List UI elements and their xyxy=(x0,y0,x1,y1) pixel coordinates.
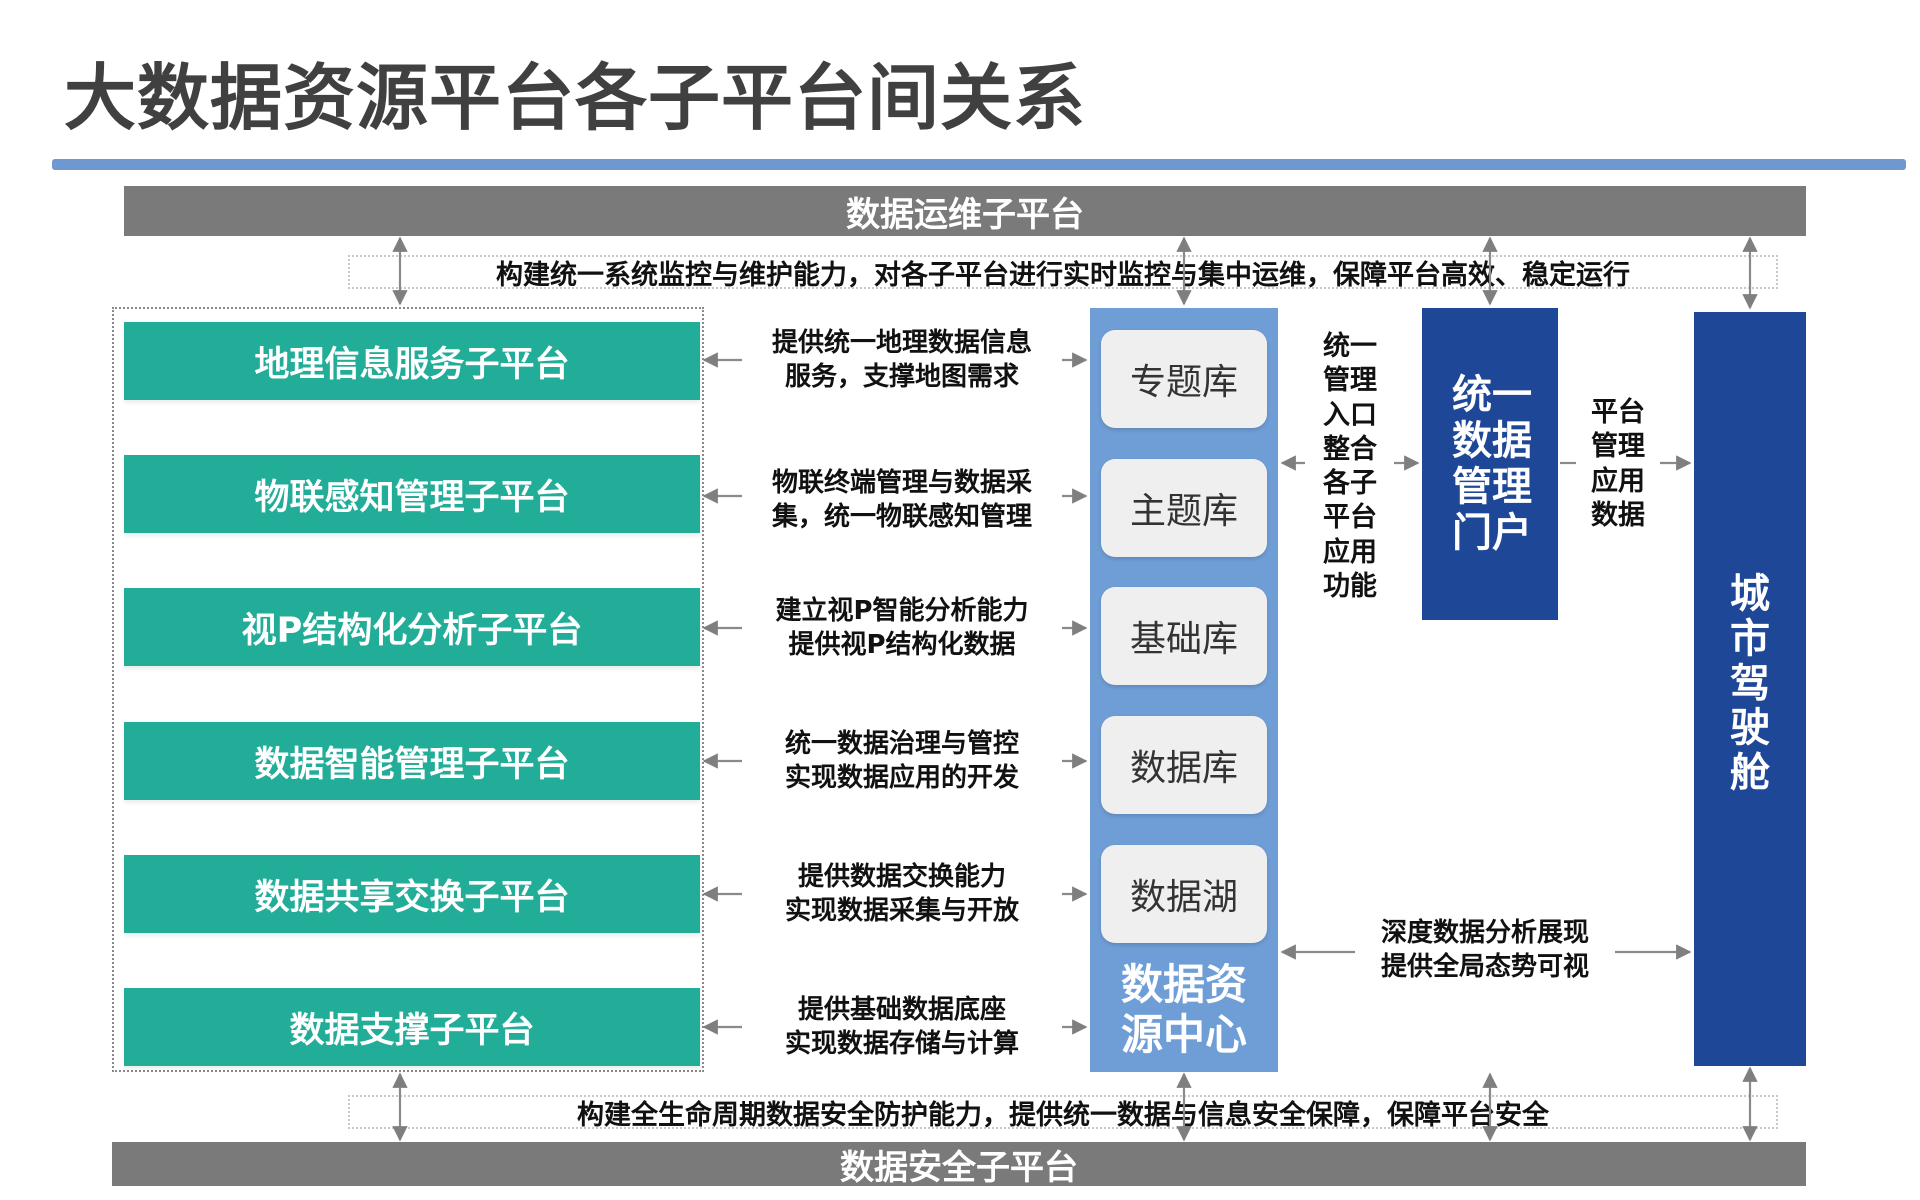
city-cockpit-title: 城 市 驾 驶 舱 xyxy=(1694,572,1806,796)
text-line: 整合 xyxy=(1323,433,1377,465)
desc-line: 建立视P智能分析能力 xyxy=(775,596,1029,627)
text-line: 功能 xyxy=(1323,570,1377,602)
subplatform-support-desc: 提供基础数据底座 实现数据存储与计算 xyxy=(742,989,1062,1067)
text-line: 管理 xyxy=(1591,431,1645,463)
subplatform-geo-desc: 提供统一地理数据信息 服务，支撑地图需求 xyxy=(742,322,1062,400)
desc-line: 提供数据交换能力 xyxy=(797,862,1006,893)
cockpit-title-char: 舱 xyxy=(1730,750,1770,797)
portal-title-line: 数据 xyxy=(1452,418,1532,464)
desc-line: 统一数据治理与管控 xyxy=(784,729,1019,760)
portal-title: 统一 数据 管理 门户 xyxy=(1452,372,1532,556)
desc-line: 物联终端管理与数据采 xyxy=(771,468,1032,499)
desc-line: 提供视P结构化数据 xyxy=(788,630,1016,660)
library-base[interactable]: 基础库 xyxy=(1101,587,1267,685)
text-line: 入口 xyxy=(1323,399,1377,431)
title-underline xyxy=(52,159,1906,170)
cockpit-title-char: 市 xyxy=(1730,615,1770,662)
cockpit-title-char: 城 xyxy=(1730,571,1770,617)
security-description-band: 构建全生命周期数据安全防护能力，提供统一数据与信息安全保障，保障平台安全 xyxy=(348,1095,1778,1131)
desc-line: 实现数据存储与计算 xyxy=(784,1029,1019,1059)
portal-data-text: 平台 管理 应用 数据 xyxy=(1578,396,1658,536)
subplatform-iot[interactable]: 物联感知管理子平台 xyxy=(124,455,700,533)
portal-entry-text: 统一 管理 入口 整合 各子 平台 应用 功能 xyxy=(1310,330,1390,610)
page-title: 大数据资源平台各子平台间关系 xyxy=(64,56,1087,140)
desc-line: 实现数据应用的开发 xyxy=(784,763,1019,793)
cockpit-title-char: 驾 xyxy=(1730,660,1770,707)
subplatform-intel-desc: 统一数据治理与管控 实现数据应用的开发 xyxy=(742,723,1062,801)
text-line: 应用 xyxy=(1323,536,1377,568)
desc-line: 集，统一物联感知管理 xyxy=(771,502,1032,532)
resource-center-title-line: 数据资 xyxy=(1120,960,1247,1009)
text-line: 统一 xyxy=(1323,331,1377,362)
data-resource-center xyxy=(1090,308,1278,1072)
analysis-text: 深度数据分析展现 提供全局态势可视 xyxy=(1360,912,1610,990)
ops-subplatform-bar: 数据运维子平台 xyxy=(124,186,1806,236)
desc-line: 实现数据采集与开放 xyxy=(784,896,1019,926)
library-database[interactable]: 数据库 xyxy=(1101,716,1267,814)
text-line: 平台 xyxy=(1591,397,1645,428)
text-line: 应用 xyxy=(1591,465,1645,497)
subplatform-data-support[interactable]: 数据支撑子平台 xyxy=(124,988,700,1066)
ops-description-band: 构建统一系统监控与维护能力，对各子平台进行实时监控与集中运维，保障平台高效、稳定… xyxy=(348,255,1778,291)
subplatform-data-exchange[interactable]: 数据共享交换子平台 xyxy=(124,855,700,933)
library-data-lake[interactable]: 数据湖 xyxy=(1101,845,1267,943)
resource-center-title: 数据资 源中心 xyxy=(1090,960,1278,1064)
subplatform-video-desc: 建立视P智能分析能力 提供视P结构化数据 xyxy=(742,590,1062,668)
desc-line: 提供全局态势可视 xyxy=(1380,952,1589,982)
unified-data-portal[interactable]: 统一 数据 管理 门户 xyxy=(1422,308,1558,620)
subplatform-video-analysis[interactable]: 视P结构化分析子平台 xyxy=(124,588,700,666)
text-line: 管理 xyxy=(1323,365,1377,397)
desc-line: 提供统一地理数据信息 xyxy=(771,328,1032,359)
text-line: 数据 xyxy=(1591,499,1645,531)
subplatform-group-box xyxy=(112,307,704,1072)
security-subplatform-bar: 数据安全子平台 xyxy=(112,1142,1806,1188)
library-theme[interactable]: 主题库 xyxy=(1101,459,1267,557)
library-topic[interactable]: 专题库 xyxy=(1101,330,1267,428)
subplatform-exchange-desc: 提供数据交换能力 实现数据采集与开放 xyxy=(742,856,1062,934)
desc-line: 提供基础数据底座 xyxy=(797,995,1006,1026)
city-cockpit[interactable]: 城 市 驾 驶 舱 xyxy=(1694,312,1806,1066)
text-line: 各子 xyxy=(1323,468,1377,500)
text-line: 平台 xyxy=(1323,502,1377,534)
cockpit-title-char: 驶 xyxy=(1730,705,1770,752)
desc-line: 深度数据分析展现 xyxy=(1380,918,1589,949)
portal-title-line: 管理 xyxy=(1452,464,1532,510)
portal-title-line: 门户 xyxy=(1452,510,1532,556)
resource-center-title-line: 源中心 xyxy=(1120,1010,1247,1060)
desc-line: 服务，支撑地图需求 xyxy=(784,362,1019,392)
subplatform-iot-desc: 物联终端管理与数据采 集，统一物联感知管理 xyxy=(742,462,1062,540)
portal-title-line: 统一 xyxy=(1452,372,1532,418)
subplatform-geo-info[interactable]: 地理信息服务子平台 xyxy=(124,322,700,400)
subplatform-data-intelligence[interactable]: 数据智能管理子平台 xyxy=(124,722,700,800)
